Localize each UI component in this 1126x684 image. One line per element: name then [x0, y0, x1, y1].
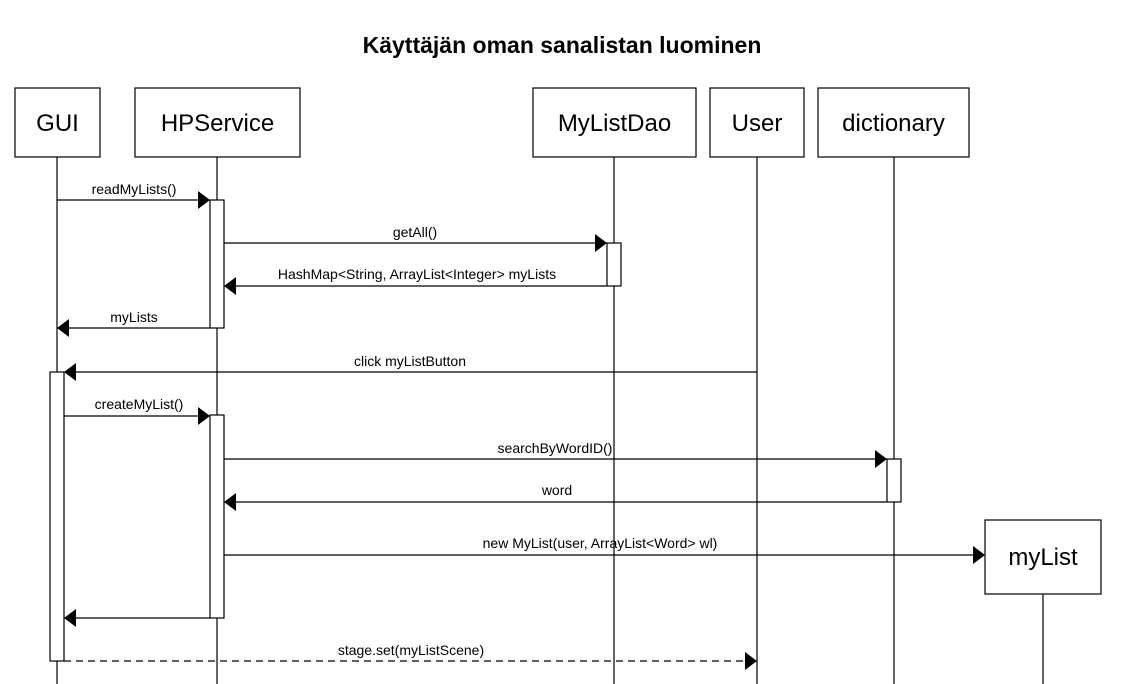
participant-label: myList	[1008, 544, 1078, 571]
message-label: myLists	[110, 309, 157, 325]
participant-label: HPService	[161, 110, 274, 137]
message-label: stage.set(myListScene)	[338, 642, 484, 658]
activation-gui	[49, 371, 65, 662]
message-label: getAll()	[393, 224, 437, 240]
participant-user: User	[709, 87, 805, 158]
message-new-mylist: new MyList(user, ArrayList<Word> wl)	[224, 535, 985, 564]
message-readmylists: readMyLists()	[57, 181, 210, 209]
message-label: readMyLists()	[92, 181, 177, 197]
message-label: new MyList(user, ArrayList<Word> wl)	[483, 535, 718, 551]
participant-gui: GUI	[14, 87, 101, 158]
message-return-gui	[64, 609, 210, 627]
message-label: HashMap<String, ArrayList<Integer> myLis…	[278, 266, 556, 282]
diagram-title: Käyttäjän oman sanalistan luominen	[363, 32, 762, 58]
message-label: click myListButton	[354, 353, 466, 369]
participant-label: GUI	[36, 110, 79, 137]
participant-label: MyListDao	[558, 110, 671, 137]
message-hashmap-return: HashMap<String, ArrayList<Integer> myLis…	[224, 266, 607, 295]
message-stage-set: stage.set(myListScene)	[64, 642, 757, 670]
participant-label: User	[732, 110, 783, 137]
message-click-mylistbutton: click myListButton	[64, 353, 757, 381]
message-label: searchByWordID()	[498, 440, 613, 456]
message-label: createMyList()	[95, 396, 184, 412]
participant-label: dictionary	[842, 110, 945, 137]
message-getall: getAll()	[224, 224, 607, 252]
participant-mylistdao: MyListDao	[532, 87, 697, 158]
participant-hpservice: HPService	[134, 87, 301, 158]
participant-dictionary: dictionary	[817, 87, 970, 158]
participant-mylist: myList	[984, 519, 1102, 595]
activation-mylistdao	[606, 242, 622, 287]
message-mylists: myLists	[57, 309, 210, 337]
message-searchbywordid: searchByWordID()	[224, 440, 887, 468]
message-word: word	[224, 482, 887, 511]
activation-hpservice-2	[209, 414, 225, 619]
activation-dictionary	[886, 458, 902, 503]
message-createmylist: createMyList()	[64, 396, 210, 425]
activation-hpservice-1	[209, 199, 225, 329]
message-label: word	[541, 482, 572, 498]
